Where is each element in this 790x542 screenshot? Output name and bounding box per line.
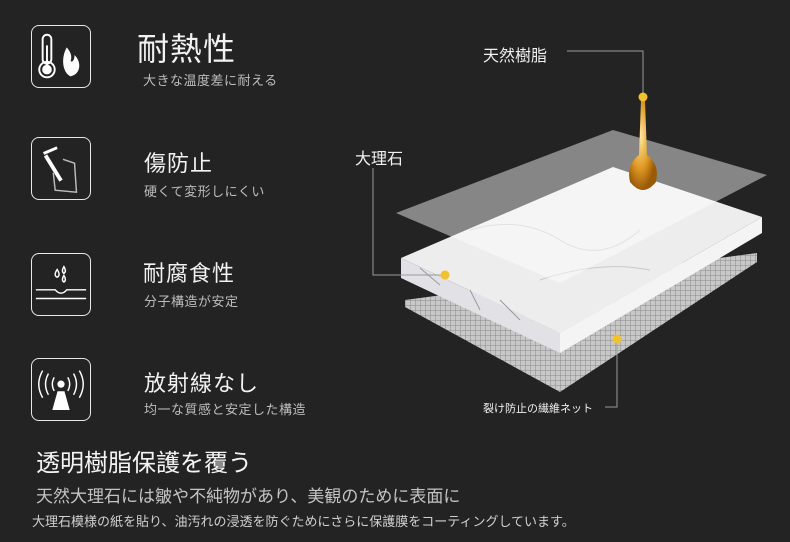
- feature-title-radiation: 放射線なし: [144, 372, 260, 397]
- resin-film-layer: [396, 130, 767, 283]
- footer-heading: 透明樹脂保護を覆う: [36, 449, 252, 477]
- feature-title-corrosion: 耐腐食性: [143, 262, 236, 287]
- resin-marker: [638, 92, 648, 102]
- footer-line-1: 天然大理石には皺や不純物があり、美観のために表面に: [36, 487, 461, 507]
- net-label: 裂け防止の繊維ネット: [483, 402, 593, 415]
- footer-line-2: 大理石模様の紙を貼り、油汚れの浸透を防ぐためにさらに保護膜をコーティングしていま…: [32, 515, 575, 530]
- feature-subtitle-heat: 大きな温度差に耐える: [143, 74, 278, 89]
- marble-slab-layer: [401, 167, 762, 353]
- marble-marker: [440, 270, 450, 280]
- feature-subtitle-scratch: 硬くて変形しにくい: [144, 185, 265, 200]
- no-radiation-icon: [31, 358, 91, 421]
- resin-label: 天然樹脂: [483, 46, 548, 65]
- feature-subtitle-corrosion: 分子構造が安定: [144, 295, 239, 310]
- net-marker: [612, 334, 622, 344]
- feature-title-scratch: 傷防止: [144, 152, 214, 177]
- water-drop-surface-icon: [31, 253, 91, 316]
- feature-title-heat: 耐熱性: [137, 30, 237, 68]
- marble-label: 大理石: [355, 149, 404, 168]
- scratch-icon: [31, 137, 91, 200]
- feature-subtitle-radiation: 均一な質感と安定した構造: [144, 403, 307, 418]
- thermometer-flame-icon: [31, 25, 91, 88]
- resin-drop: [629, 100, 657, 190]
